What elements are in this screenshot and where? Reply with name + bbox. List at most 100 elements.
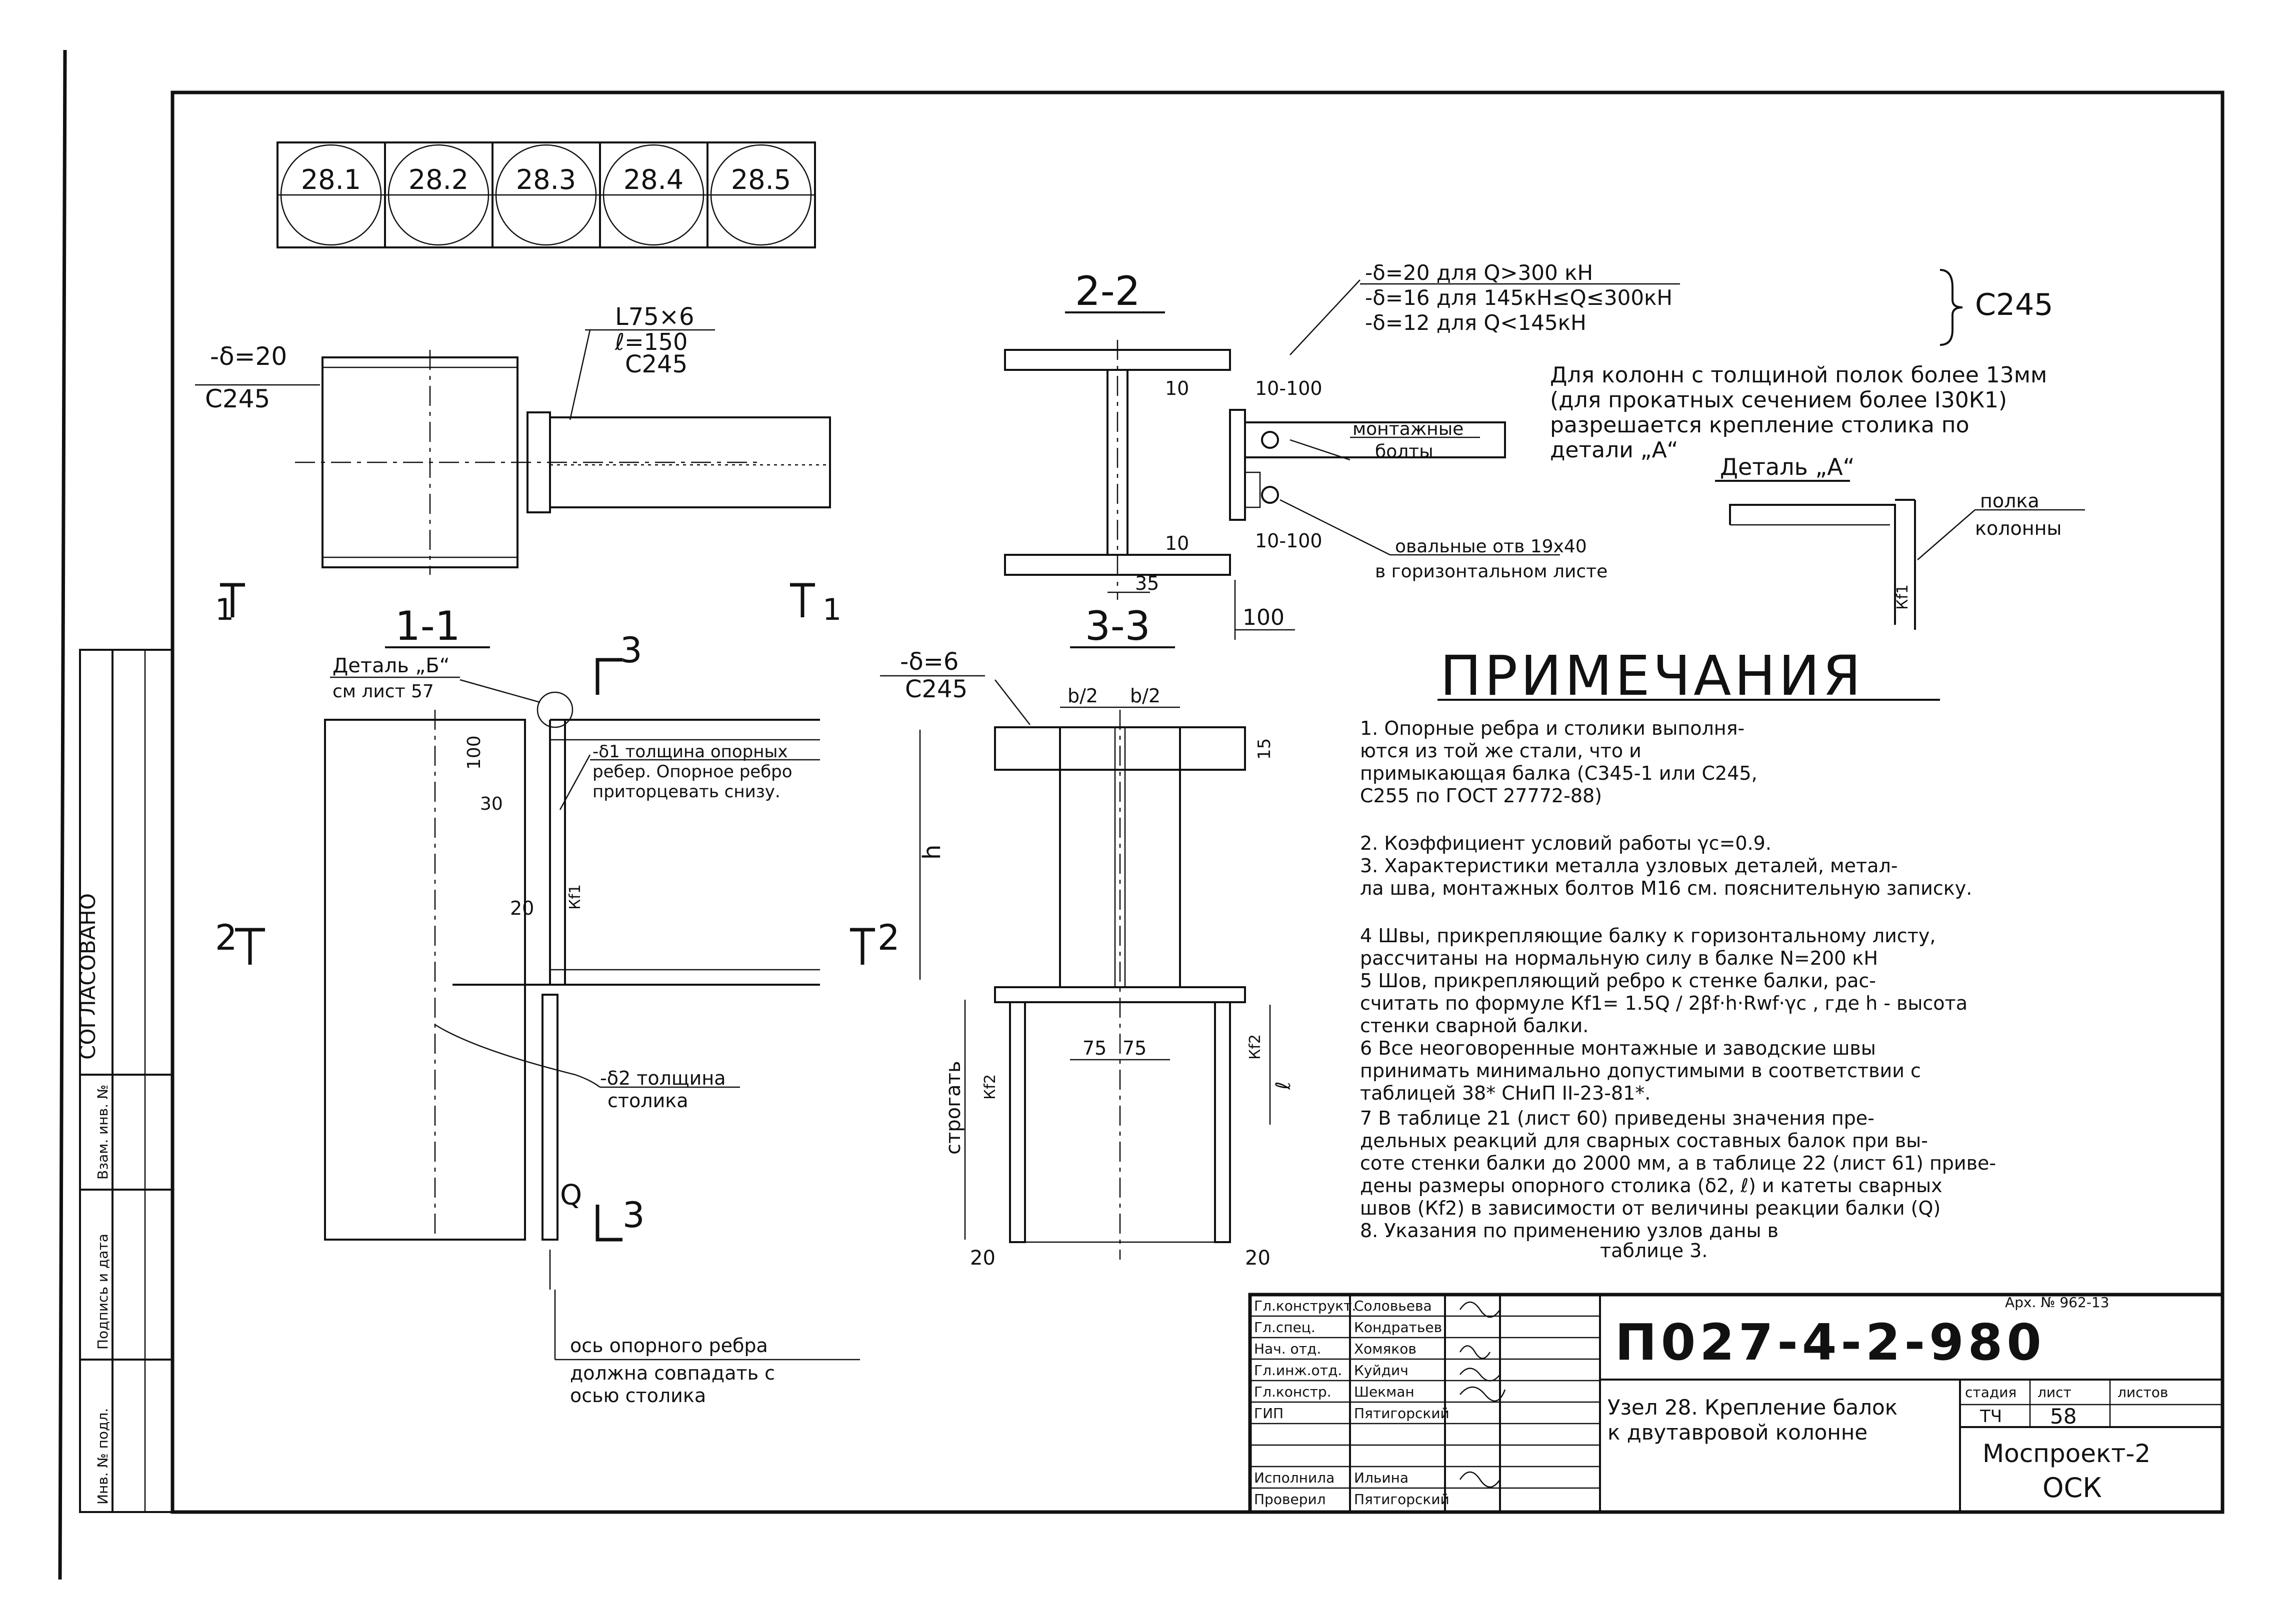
s11-dim-100: 100: [464, 735, 484, 770]
s22-dim-6: 100: [1242, 605, 1284, 630]
bolts-label-2: болты: [1375, 441, 1434, 462]
section-1-1: 1-1 Деталь „Б“ см лист 57 3 Q 3 2 2 100 …: [215, 603, 946, 1407]
note-line-17: 7 В таблице 21 (лист 60) приведены значе…: [1360, 1107, 1874, 1129]
s22-dim-4: 10-100: [1255, 530, 1322, 552]
dept-name: ОСК: [2042, 1472, 2102, 1504]
notes: ПРИМЕЧАНИЯ 1. Опорные ребра и столики вы…: [1360, 644, 1996, 1262]
role-8: Исполнила: [1254, 1470, 1334, 1486]
section-1-1-label: 1-1: [395, 603, 460, 649]
role-5: ГИП: [1254, 1405, 1284, 1422]
column-note-2: (для прокатных сечением более I30К1): [1550, 387, 2007, 413]
stage-value: ТЧ: [1980, 1407, 2002, 1427]
detail-a-flange-2: колонны: [1975, 517, 2062, 539]
cut-2-right: 2: [878, 917, 900, 958]
axis-note-1: ось опорного ребра: [570, 1335, 768, 1357]
index-28-3: 28.3: [516, 164, 576, 195]
doc-code: П027-4-2-980: [1615, 1313, 2046, 1372]
s11-weld: Кf1: [566, 884, 584, 910]
name-4: Шекман: [1354, 1384, 1414, 1400]
note-line-6: 3. Характеристики металла узловых детале…: [1360, 855, 1898, 877]
thickness-note-3: -δ=12 для Q<145кН: [1365, 310, 1586, 335]
note-line-21: швов (Кf2) в зависимости от величины реа…: [1360, 1197, 1940, 1219]
name-9: Пятигорский: [1354, 1491, 1450, 1508]
node-title-2: к двутавровой колонне: [1608, 1420, 1868, 1445]
thickness-steel: С245: [1975, 287, 2053, 322]
column-note-3: разрешается крепление столика по: [1550, 412, 1970, 438]
column-note-1: Для колонн с толщиной полок более 13мм: [1550, 362, 2047, 388]
role-9: Проверил: [1254, 1491, 1326, 1508]
note-line-0: 1. Опорные ребра и столики выполня-: [1360, 717, 1744, 739]
role-0: Гл.конструкт.: [1254, 1298, 1356, 1314]
note-line-19: соте стенки балки до 2000 мм, а в таблиц…: [1360, 1152, 1996, 1174]
stage-header: стадия: [1965, 1384, 2016, 1401]
title-block: Гл.конструкт. Гл.спец. Нач. отд. Гл.инж.…: [1248, 1293, 2224, 1514]
note-line-13: стенки сварной балки.: [1360, 1015, 1588, 1037]
note-line-2: примыкающая балка (С345-1 или С245,: [1360, 762, 1758, 784]
note-line-14: 6 Все неоговоренные монтажные и заводски…: [1360, 1037, 1876, 1059]
index-28-5: 28.5: [731, 164, 791, 195]
column-note-4: детали „А“: [1550, 437, 1678, 463]
sheet-header: лист: [2038, 1384, 2072, 1401]
plan-plate-thickness: -δ=20: [210, 342, 287, 371]
plan-cut-left: 1: [215, 592, 234, 627]
strip-cell-3: Инв. № подл.: [94, 1408, 111, 1505]
s33-dim-75-right: 75: [1122, 1037, 1146, 1059]
plan-view: -δ=20 С245 L75×6 ℓ=150 С245 1 1: [195, 303, 842, 627]
note-line-16: таблицей 38* СНиП II-23-81*.: [1360, 1082, 1650, 1104]
s11-dim-20: 20: [510, 897, 534, 919]
detail-b-label: Деталь „Б“: [332, 654, 450, 677]
s33-dim-b2-left: b/2: [1068, 685, 1098, 707]
bolts-label-1: монтажные: [1352, 419, 1464, 439]
s33-weld-right: Кf2: [1246, 1034, 1264, 1060]
plan-angle-steel: С245: [625, 350, 688, 378]
cut-3-top: 3: [620, 630, 642, 671]
rib-note-2: ребер. Опорное ребро: [592, 762, 792, 782]
holes-label-2: в горизонтальном листе: [1375, 561, 1608, 582]
index-28-2: 28.2: [408, 164, 468, 195]
strip-cell-1: Взам. инв. №: [94, 1085, 111, 1180]
sheet-index: 28.1 28.2 28.3 28.4 28.5: [276, 141, 816, 248]
axis-note-3: осью столика: [570, 1385, 706, 1407]
cut-2-left: 2: [215, 917, 238, 958]
note-line-12: считать по формуле Кf1= 1.5Q / 2βf·h·Rwf…: [1360, 992, 1968, 1014]
name-2: Хомяков: [1354, 1341, 1416, 1357]
s22-dim-1: 10: [1165, 377, 1189, 399]
agreed-label: СОГЛАСОВАНО: [76, 893, 100, 1060]
note-line-1: ются из той же стали, что и: [1360, 740, 1642, 762]
plan-angle: L75×6: [615, 303, 694, 331]
arch-number: Арх. № 962-13: [2005, 1294, 2110, 1311]
note-line-11: 5 Шов, прикрепляющий ребро к стенке балк…: [1360, 970, 1876, 992]
index-28-1: 28.1: [301, 164, 361, 195]
sheet-value: 58: [2050, 1404, 2076, 1429]
detail-b-ref: см лист 57: [332, 681, 434, 702]
role-4: Гл.констр.: [1254, 1384, 1332, 1400]
s33-strogat: строгать: [942, 1061, 965, 1155]
thickness-note-1: -δ=20 для Q>300 кН: [1365, 260, 1593, 285]
sheets-header: листов: [2118, 1384, 2168, 1401]
detail-a-title: Деталь „А“: [1720, 453, 1855, 480]
note-line-20: дены размеры опорного столика (δ2, ℓ) и …: [1360, 1175, 1942, 1197]
name-5: Пятигорский: [1354, 1405, 1450, 1422]
role-2: Нач. отд.: [1254, 1341, 1321, 1357]
s33-dim-l: ℓ: [1272, 1081, 1295, 1090]
s22-dim-2: 10-100: [1255, 377, 1322, 399]
s11-dim-h: h: [918, 845, 946, 860]
note-line-18: дельных реакций для сварных составных ба…: [1360, 1130, 1928, 1152]
detail-a-weld: Кf1: [1894, 584, 1912, 610]
s22-dim-5: 35: [1135, 572, 1159, 594]
detail-a: Деталь „А“ Кf1 полка колонны: [1715, 453, 2085, 630]
s11-dim-30: 30: [480, 794, 503, 814]
load-q: Q: [560, 1179, 582, 1212]
cut-3-bottom: 3: [622, 1195, 645, 1236]
s22-dim-3: 10: [1165, 532, 1189, 554]
margin-line: [58, 49, 67, 1580]
plan-cut-right: 1: [822, 592, 842, 627]
name-0: Соловьева: [1354, 1298, 1432, 1314]
column-note: Для колонн с толщиной полок более 13мм (…: [1550, 362, 2047, 463]
role-3: Гл.инж.отд.: [1254, 1362, 1342, 1379]
strip-cell-2: Подпись и дата: [94, 1234, 111, 1350]
notes-title: ПРИМЕЧАНИЯ: [1440, 644, 1864, 708]
signatures: [1459, 1301, 1506, 1488]
